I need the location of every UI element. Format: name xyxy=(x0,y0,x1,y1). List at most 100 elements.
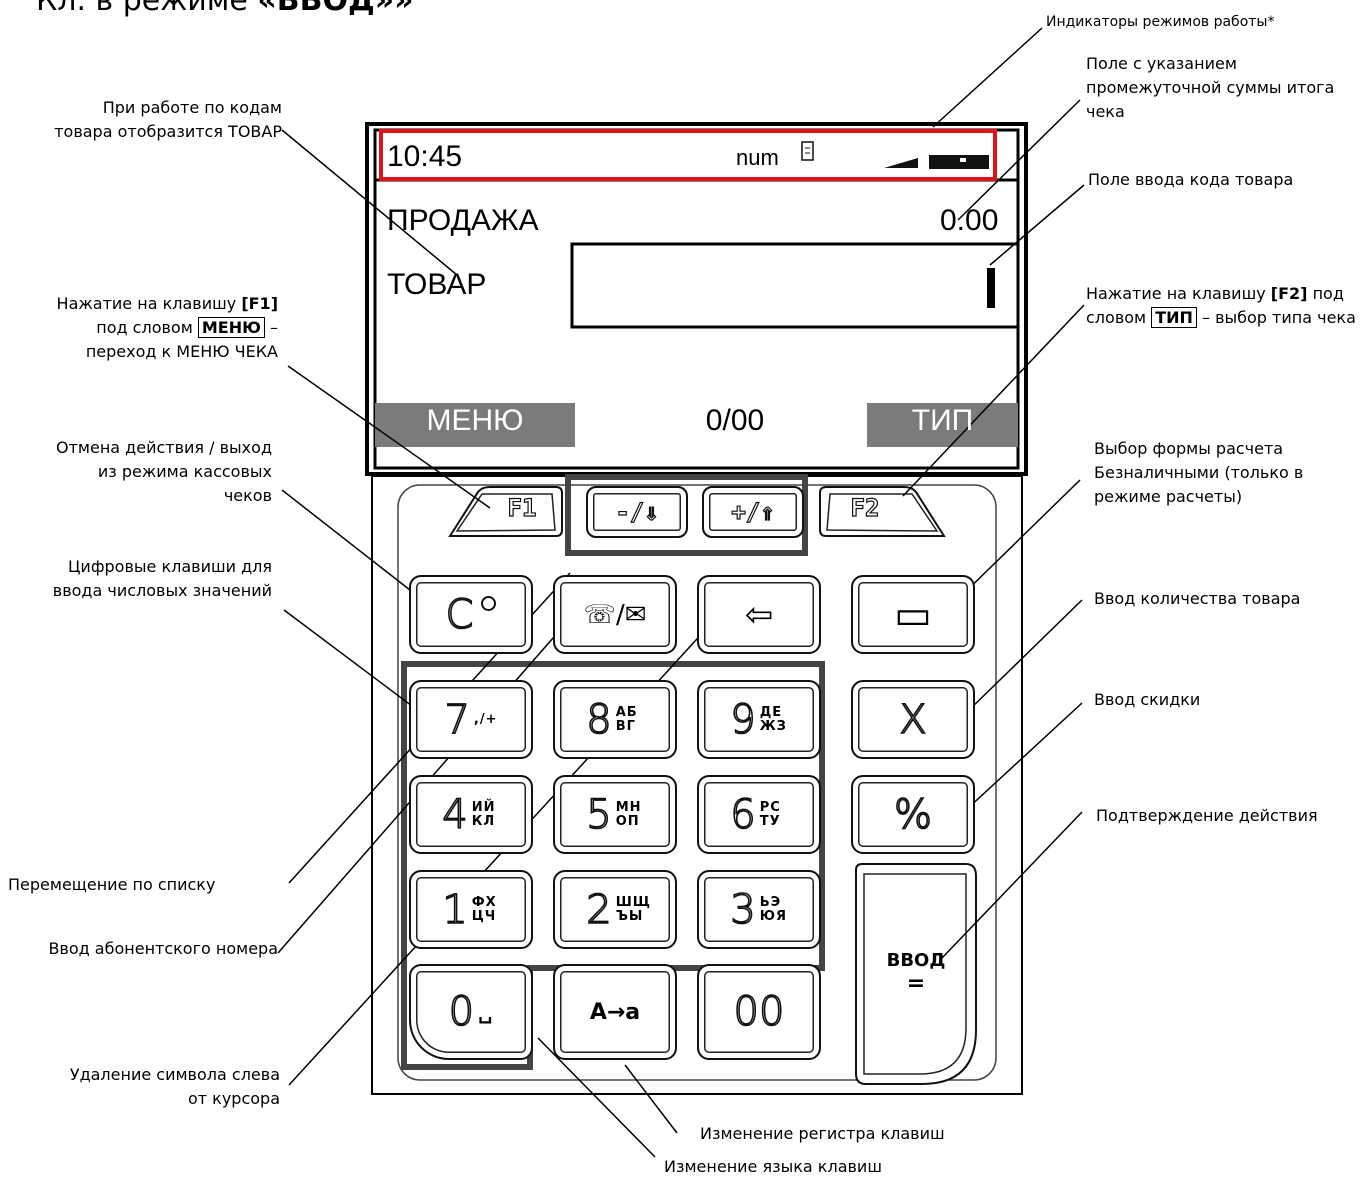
battery-icon xyxy=(929,155,989,169)
ann-f2-mid: под словом xyxy=(1086,284,1344,327)
key-7[interactable]: 7,/+ xyxy=(409,680,533,759)
key-6-sub: РС ТУ xyxy=(759,799,781,829)
key-5-sub: МН ОП xyxy=(615,799,642,829)
quantity-key[interactable]: X xyxy=(851,680,975,759)
discount-key-label: % xyxy=(893,791,933,839)
ann-lang-change: Изменение языка клавиш xyxy=(664,1157,882,1176)
ann-f1: Нажатие на клавишу [F1] под словом МЕНЮ … xyxy=(28,292,278,364)
case-key[interactable]: А→а xyxy=(553,964,677,1060)
case-key-label: А→а xyxy=(589,999,641,1025)
ann-f1-post: – переход к МЕНЮ ЧЕКА xyxy=(85,318,278,361)
screen-sum-label: ПРОДАЖА xyxy=(387,204,539,237)
screen-num-indicator: num xyxy=(736,145,779,170)
key-7-digit: 7 xyxy=(444,696,471,744)
plus-up-label: +/⇑ xyxy=(731,497,776,526)
key-1-sub: ФХ ЦЧ xyxy=(471,894,497,924)
ann-list-move: Перемещение по списку xyxy=(8,875,216,894)
receipt-icon xyxy=(801,141,814,161)
key-6-digit: 6 xyxy=(729,791,756,839)
plus-up-key[interactable]: +/⇑ xyxy=(702,486,804,538)
key-2-digit: 2 xyxy=(585,886,612,934)
backspace-key[interactable]: ⇦ xyxy=(697,575,821,654)
key-0-digit: 0 xyxy=(448,988,475,1036)
ann-quantity: Ввод количества товара xyxy=(1094,589,1301,608)
product-input-box xyxy=(570,242,1020,329)
key-1-digit: 1 xyxy=(441,886,468,934)
ann-case-change: Изменение регистра клавиш xyxy=(700,1124,945,1143)
cashless-card-key[interactable]: ▭ xyxy=(851,575,975,654)
enter-key-sub: = xyxy=(906,970,926,996)
ann-subtotal: Поле с указанием промежуточной суммы ито… xyxy=(1086,54,1335,121)
ann-digits: Цифровые клавиши для ввода числовых знач… xyxy=(52,557,272,600)
key-8-digit: 8 xyxy=(585,696,612,744)
space-icon: ␣ xyxy=(478,1000,494,1024)
ann-cancel: Отмена действия / выход из режима кассов… xyxy=(56,438,272,505)
enter-key[interactable]: ВВОД = xyxy=(860,870,972,1075)
key-00[interactable]: 00 xyxy=(697,964,821,1060)
f2-key[interactable]: F2 xyxy=(850,493,880,522)
key-00-digit: 00 xyxy=(733,988,786,1036)
indicator-highlight xyxy=(379,129,997,181)
heading-bold: «ВВОД»» xyxy=(257,0,414,18)
key-9-sub: ДЕ ЖЗ xyxy=(759,704,787,734)
key-5-digit: 5 xyxy=(585,791,612,839)
ann-f1-word: МЕНЮ xyxy=(197,317,265,338)
key-3-digit: 3 xyxy=(729,886,756,934)
cancel-indicator-icon xyxy=(481,596,497,611)
key-4-digit: 4 xyxy=(441,791,468,839)
minus-down-key[interactable]: -/⇓ xyxy=(586,486,688,538)
ann-f2-word: ТИП xyxy=(1151,307,1197,328)
ann-f1-key: [F1] xyxy=(241,294,278,313)
enter-key-shape xyxy=(855,863,977,1085)
heading-text: Кл. в режиме xyxy=(36,0,258,18)
key-0[interactable]: 0␣ xyxy=(409,964,533,1060)
ann-f2-post: – выбор типа чека xyxy=(1202,308,1356,327)
text-cursor xyxy=(987,268,995,308)
ann-confirm: Подтверждение действия xyxy=(1096,806,1318,825)
ann-f2: Нажатие на клавишу [F2] под словом ТИП –… xyxy=(1086,282,1356,330)
ann-subscriber: Ввод абонентского номера xyxy=(48,939,278,958)
screen-softkey-right: ТИП xyxy=(911,404,974,437)
key-9-digit: 9 xyxy=(729,696,756,744)
page-heading: Кл. в режиме «ВВОД»» xyxy=(36,0,414,18)
backspace-arrow-icon: ⇦ xyxy=(744,594,774,635)
card-icon: ▭ xyxy=(894,591,932,638)
key-3-sub: ЬЭ ЮЯ xyxy=(759,894,787,924)
screen-time: 10:45 xyxy=(387,140,463,173)
phone-mail-key[interactable]: ☏/✉ xyxy=(553,575,677,654)
phone-mail-label: ☏/✉ xyxy=(583,599,647,630)
screen-field-label: ТОВАР xyxy=(387,268,487,301)
screen-counter: 0/00 xyxy=(705,404,765,437)
ann-cashless: Выбор формы расчета Безналичными (только… xyxy=(1094,439,1304,506)
enter-key-label: ВВОД xyxy=(886,949,946,971)
quantity-key-label: X xyxy=(898,696,927,744)
key-7-sub: ,/+ xyxy=(473,711,498,727)
minus-down-label: -/⇓ xyxy=(615,497,660,526)
softkey-left-bg xyxy=(375,403,575,447)
signal-icon xyxy=(884,158,918,168)
screen-softkey-left: МЕНЮ xyxy=(426,404,524,437)
f1-key[interactable]: F1 xyxy=(507,493,537,522)
ann-discount: Ввод скидки xyxy=(1094,690,1201,709)
ann-f2-key: [F2] xyxy=(1270,284,1308,303)
cancel-key[interactable]: C xyxy=(409,575,533,654)
screen-sum-value: 0.00 xyxy=(940,204,999,237)
ann-goods-codes: При работе по кодам товара отобразится Т… xyxy=(54,98,282,141)
f2-key-shape xyxy=(819,486,946,537)
discount-key[interactable]: % xyxy=(851,775,975,854)
key-2-sub: ШЩ ЪЫ xyxy=(615,894,652,924)
ann-f1-pre: Нажатие на клавишу xyxy=(56,294,237,313)
key-4-sub: ИЙ КЛ xyxy=(471,799,496,829)
key-8-sub: АБ ВГ xyxy=(615,704,638,734)
ann-delete-char: Удаление символа слева от курсора xyxy=(69,1065,280,1108)
arrow-keys-highlight xyxy=(565,474,808,556)
ann-product-code: Поле ввода кода товара xyxy=(1088,170,1294,189)
